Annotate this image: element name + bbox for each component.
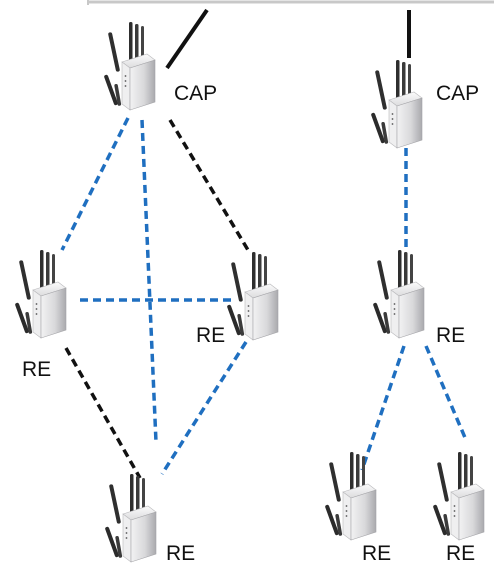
left-re-bottom-label: RE (166, 542, 195, 565)
access-point-icon (372, 249, 425, 339)
right-tree-topology: CAP RE RE RE (324, 10, 485, 565)
left-cap-label: CAP (174, 82, 217, 105)
left-wireless-cap-re-bottom (140, 119, 158, 443)
left-re-right-label: RE (196, 324, 225, 347)
left-wireless-cap-re-left (60, 117, 130, 251)
right-wireless-re-re-bottom-left (360, 345, 406, 471)
access-point-icon (103, 21, 156, 111)
left-wired-re-left-re-bottom (64, 347, 142, 479)
access-point-icon (432, 451, 485, 541)
left-re-left-label: RE (22, 358, 51, 381)
right-wireless-re-re-bottom-right (424, 345, 468, 441)
access-point-icon (370, 59, 423, 149)
access-point-icon (104, 473, 157, 563)
access-point-icon (14, 249, 67, 339)
left-wireless-re-right-re-bottom (160, 341, 248, 475)
right-re-bottom-right-label: RE (446, 542, 475, 565)
right-cap-label: CAP (436, 82, 479, 105)
left-mesh-topology: CAP RE RE RE (14, 8, 279, 565)
left-wired-cap-re-right (168, 119, 250, 251)
top-bar (87, 0, 494, 5)
right-re-bottom-left-label: RE (362, 542, 391, 565)
access-point-icon (324, 451, 377, 541)
left-wired-uplink (165, 8, 209, 70)
access-point-icon (226, 251, 279, 341)
right-re-middle-label: RE (436, 324, 465, 347)
